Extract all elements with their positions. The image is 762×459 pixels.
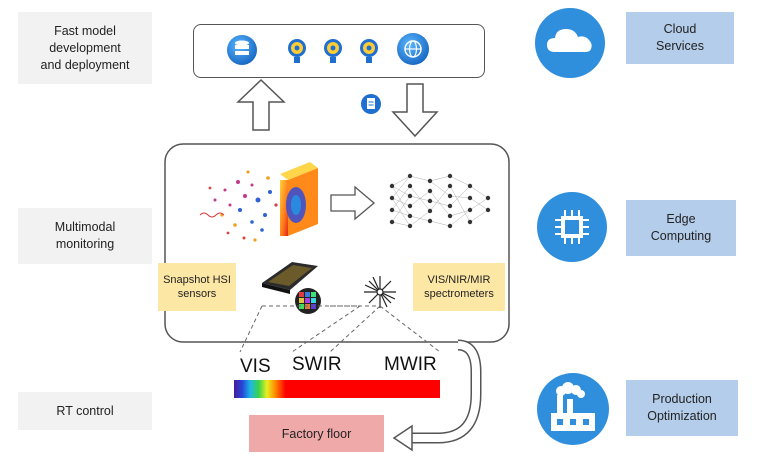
fast-model-label: Fast model development and deployment xyxy=(18,12,152,84)
curved-arrow-head xyxy=(392,424,413,452)
swir-label: SWIR xyxy=(292,354,342,375)
cloud-circle xyxy=(535,8,605,78)
vis-label: VIS xyxy=(240,356,271,377)
laser-icon xyxy=(364,276,396,308)
document-icon xyxy=(361,94,381,114)
mosaic-filter-image xyxy=(295,288,321,314)
rt-control-label: RT control xyxy=(18,392,152,430)
neural-network-icon xyxy=(389,173,491,229)
factory-floor-label: Factory floor xyxy=(249,415,384,452)
snapshot-hsi-label: Snapshot HSI sensors xyxy=(158,263,236,311)
projection-lines xyxy=(239,305,441,353)
spectrometers-label: VIS/NIR/MIR spectrometers xyxy=(413,263,505,311)
gear-icon xyxy=(360,39,378,63)
database-icon xyxy=(227,35,257,65)
hyperspectral-data-image xyxy=(199,162,318,242)
production-circle xyxy=(537,373,609,445)
upload-arrow xyxy=(236,78,286,131)
edge-circle xyxy=(537,192,607,262)
cloud-icon xyxy=(547,29,592,52)
download-arrow xyxy=(391,83,439,138)
mwir-label: MWIR xyxy=(384,354,437,375)
cloud-services-label: Cloud Services xyxy=(626,12,734,64)
process-arrow xyxy=(330,185,376,221)
edge-computing-label: Edge Computing xyxy=(626,200,736,256)
curved-arrow-fill xyxy=(410,341,480,442)
gear-icon xyxy=(288,39,306,63)
chip-icon xyxy=(555,210,589,244)
monitoring-panel xyxy=(164,143,510,343)
production-optimization-label: Production Optimization xyxy=(626,380,738,436)
hsi-sensor-image xyxy=(262,262,318,294)
gear-icon xyxy=(324,39,342,63)
factory-icon xyxy=(551,382,595,431)
spectrum-bar xyxy=(234,380,440,398)
multimodal-monitoring-label: Multimodal monitoring xyxy=(18,208,152,264)
globe-icon xyxy=(397,33,429,65)
